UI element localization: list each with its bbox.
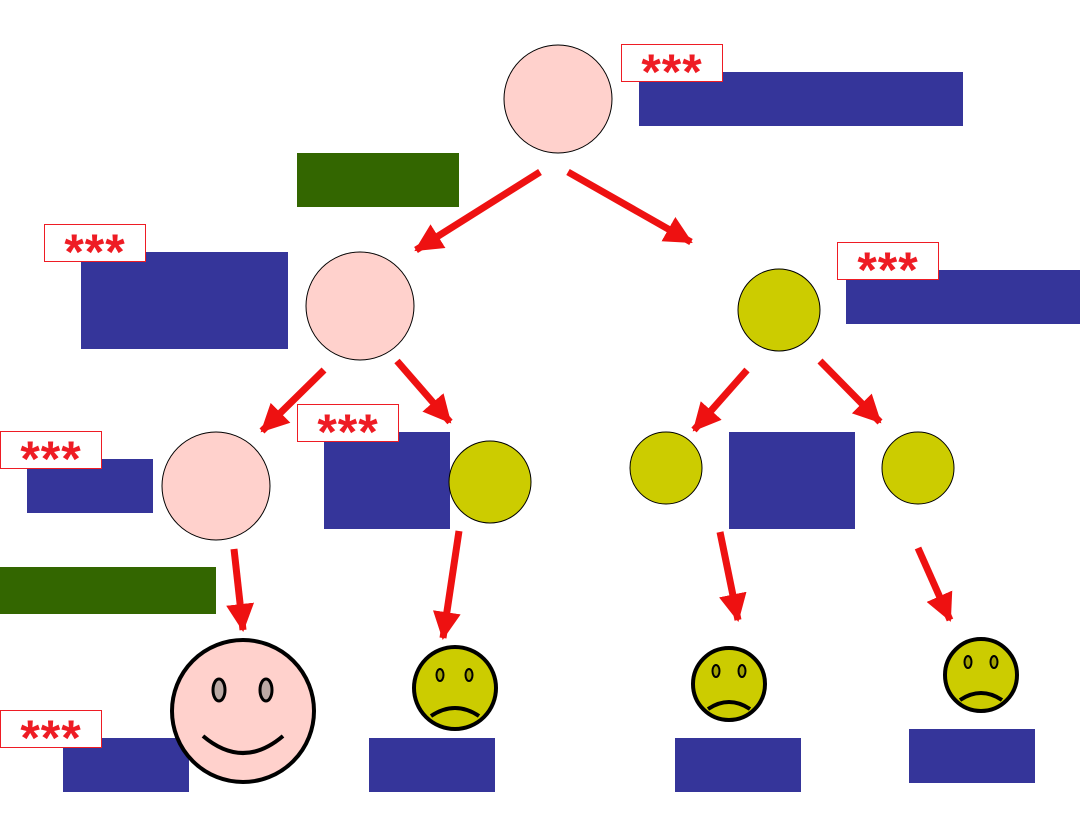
arrow-mid-right-to-right-right [817, 358, 883, 425]
arrow-mid-left-to-left-left [259, 367, 327, 434]
star-marker-left-right: *** [297, 404, 399, 442]
green-bar-left [0, 567, 216, 614]
arrow-root-to-mid-left [414, 169, 542, 253]
arrow-left-right-to-outcome-2 [432, 530, 463, 640]
star-marker-mid-right: *** [837, 242, 939, 280]
arrow-right-right-to-outcome-4 [914, 546, 954, 622]
arrow-left-left-to-outcome-1 [226, 548, 255, 632]
green-bar-top [297, 153, 459, 207]
sad-face-icon [943, 637, 1019, 713]
arrow-mid-right-to-right-left [691, 367, 750, 433]
star-marker-outcome-1: *** [0, 710, 102, 748]
happy-face-icon [170, 638, 316, 784]
label-box-outcome-4 [909, 729, 1035, 783]
arrows [226, 168, 954, 640]
label-box-right-center [729, 432, 855, 529]
tree-node-left-left [161, 431, 271, 541]
tree-node-right-right [881, 431, 955, 505]
star-marker-left-left: *** [0, 431, 102, 469]
arrow-mid-left-to-left-right [394, 358, 453, 425]
tree-node-mid-left [305, 251, 415, 361]
arrow-right-left-to-outcome-3 [716, 531, 747, 622]
arrow-root-to-mid-right [566, 168, 693, 246]
label-box-outcome-2 [369, 738, 495, 792]
tree-node-left-right [448, 440, 532, 524]
star-marker-root: *** [621, 44, 723, 82]
sad-face-icon [412, 645, 498, 731]
label-box-mid-left [81, 252, 288, 349]
label-box-left-right [324, 432, 450, 529]
label-box-outcome-3 [675, 738, 801, 792]
tree-node-root [503, 44, 613, 154]
sad-face-icon [691, 646, 767, 722]
tree-node-mid-right [737, 268, 821, 352]
tree-node-right-left [629, 431, 703, 505]
star-marker-mid-left: *** [44, 224, 146, 262]
